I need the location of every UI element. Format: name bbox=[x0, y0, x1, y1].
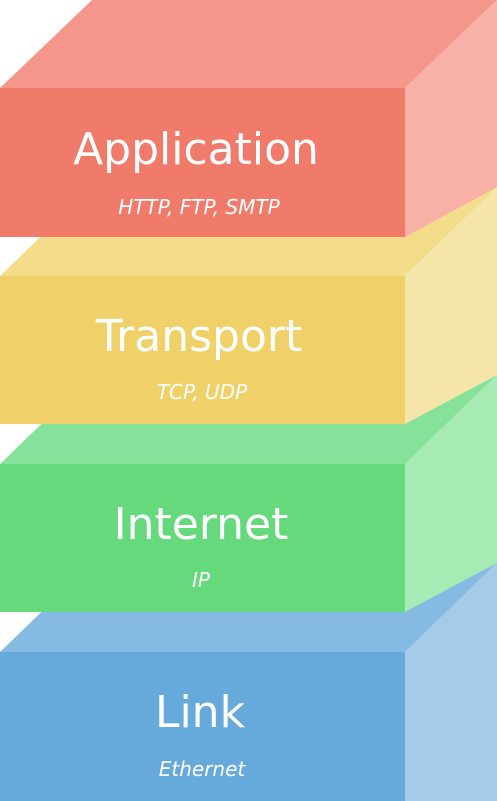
internet-layer-protocols: IP bbox=[192, 568, 211, 592]
transport-layer-front bbox=[0, 276, 405, 424]
application-layer-name: Application bbox=[73, 124, 319, 175]
transport-layer-side bbox=[405, 187, 497, 424]
application-layer: Application HTTP, FTP, SMTP bbox=[0, 0, 497, 237]
link-layer-name: Link bbox=[155, 687, 246, 738]
application-layer-front bbox=[0, 88, 405, 237]
application-layer-top bbox=[0, 0, 497, 88]
link-layer-front bbox=[0, 652, 405, 801]
application-layer-side bbox=[405, 0, 497, 237]
link-layer-protocols: Ethernet bbox=[159, 757, 247, 781]
internet-layer-name: Internet bbox=[114, 499, 289, 550]
transport-layer-protocols: TCP, UDP bbox=[157, 380, 248, 404]
internet-layer-side bbox=[405, 375, 497, 612]
transport-layer-name: Transport bbox=[95, 311, 302, 362]
link-layer-side bbox=[405, 563, 497, 801]
internet-layer-front bbox=[0, 464, 405, 612]
application-layer-protocols: HTTP, FTP, SMTP bbox=[118, 195, 280, 219]
